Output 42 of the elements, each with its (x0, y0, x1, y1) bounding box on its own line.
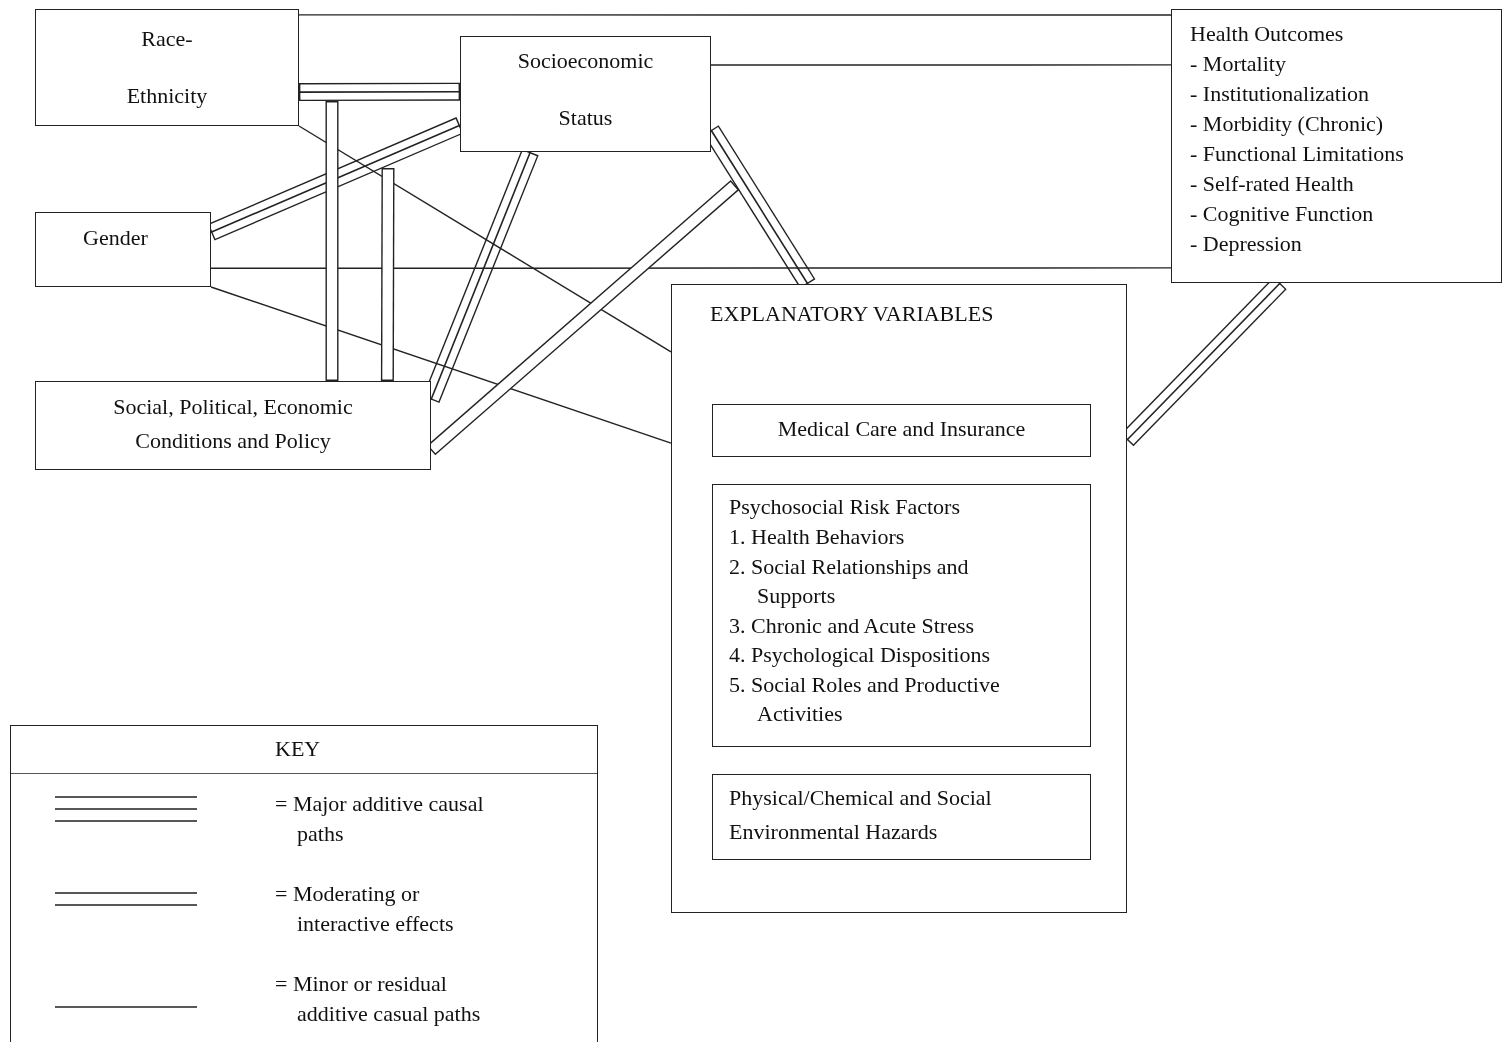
list-item: - Depression (1190, 230, 1302, 258)
list-item: - Mortality (1190, 50, 1286, 78)
box-label: Health Outcomes (1190, 20, 1344, 48)
factor-box (35, 212, 211, 287)
list-item: - Institutionalization (1190, 80, 1370, 108)
connector-line (298, 125, 672, 353)
list-item: 5. Social Roles and Productive Activities (729, 670, 1001, 728)
connector-line (710, 64, 1172, 66)
group-heading: EXPLANATORY VARIABLES (710, 300, 994, 328)
legend-text: = Moderating or interactive effects (275, 880, 455, 938)
list-item: 3. Chronic and Acute Stress (729, 611, 975, 640)
double-line-connector (380, 167, 395, 382)
box-label: Psychosocial Risk Factors (729, 493, 960, 521)
list-item: - Morbidity (Chronic) (1190, 110, 1384, 138)
list-item: 1. Health Behaviors (729, 523, 905, 551)
box-label: Gender (83, 224, 148, 252)
list-item: 2. Social Relationships and Supports (729, 552, 970, 610)
factor-box (712, 404, 1091, 457)
connector-line (210, 267, 1172, 269)
factor-box (712, 484, 1091, 747)
box-label: Physical/Chemical and Social Environmental Hazards (729, 784, 993, 846)
factor-box (35, 381, 431, 470)
factor-box (460, 36, 711, 152)
list-item: - Self-rated Health (1190, 170, 1354, 198)
group-box (671, 284, 1127, 913)
factor-box (35, 9, 299, 126)
factor-box (712, 774, 1091, 860)
list-item: 4. Psychological Dispositions (729, 641, 990, 669)
double-line-connector (325, 101, 339, 381)
legend-text: = Major additive causal paths (275, 790, 485, 848)
list-item: - Cognitive Function (1190, 200, 1374, 228)
box-label: Medical Care and Insurance (777, 415, 1026, 443)
connector-line (210, 286, 672, 444)
box-label: Race- Ethnicity (126, 25, 208, 110)
outcome-box (1171, 9, 1502, 283)
connector-line (298, 14, 1172, 16)
box-label: Social, Political, Economic Conditions and Policy (112, 393, 354, 455)
legend-text: = Minor or residual additive casual paths (275, 970, 482, 1028)
box-label: Socioeconomic Status (517, 47, 654, 132)
list-item: - Functional Limitations (1190, 140, 1404, 168)
triple-line-connector (298, 82, 461, 102)
legend-title: KEY (275, 736, 321, 762)
